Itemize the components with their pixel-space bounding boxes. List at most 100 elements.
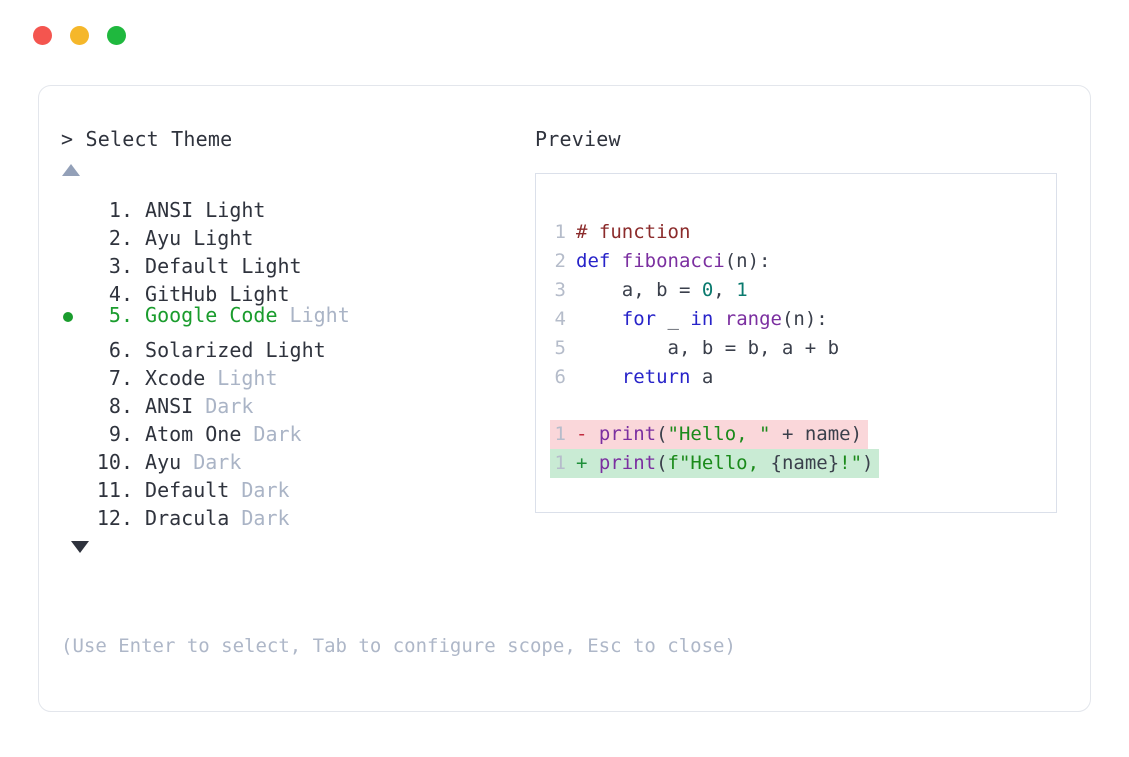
theme-list-item[interactable]: 7. Xcode Light [61,357,531,390]
code-token-punct: (n): [724,250,771,272]
selection-bullet-slot [61,245,85,273]
theme-item-gap [133,301,145,329]
theme-item-name: ANSI [145,394,194,418]
theme-item-variant: Dark [193,394,254,418]
code-token-keyword: return [621,366,691,388]
theme-item-gap [133,448,145,476]
scroll-down-icon[interactable] [71,541,89,553]
theme-item-index: 10. [96,450,133,474]
theme-list-item[interactable]: 8. ANSI Dark [61,385,531,418]
code-token-punct: (n): [781,308,828,330]
theme-item-gap [133,420,145,448]
code-token-plain: _ [656,308,691,330]
code-token-comment: # function [576,221,691,243]
theme-item-gap [133,504,145,532]
theme-list-item[interactable]: 2. Ayu Light [61,217,531,250]
select-theme-prompt: > Select Theme [61,127,233,151]
preview-panel: Preview 1 # function 2 def fibonacci(n): 3 a… [535,126,1075,513]
code-line-number: 2 [554,250,566,272]
theme-list-item[interactable]: 11. Default Dark [61,469,531,502]
code-token-number: 0 [701,279,714,301]
window-maximize-button[interactable] [107,25,126,45]
diff-line-text: print(f"Hello, {name}!") [599,449,880,478]
code-line-number: 1 [554,221,566,243]
theme-item-variant: Dark [229,478,290,502]
code-line: 5 a, b = b, a + b [550,334,1048,363]
code-token-keyword: for [621,308,657,330]
selection-bullet-slot [61,357,85,385]
theme-list-item[interactable]: 6. Solarized Light [61,329,531,362]
code-line-number: 6 [554,366,566,388]
code-token-number: 1 [736,279,748,301]
code-line: 2 def fibonacci(n): [550,247,1048,276]
code-line-text: def fibonacci(n): [576,247,770,276]
diff-marker-add: + [576,452,599,474]
code-line-text: a, b = b, a + b [576,334,840,363]
window-titlebar [0,0,1129,70]
code-token-string: "Hello, " [667,423,771,445]
theme-item-name: Dracula [145,506,230,530]
theme-item-gap [133,336,145,364]
code-line-text: return a [576,363,714,392]
theme-item-index: 12. [96,506,133,530]
code-line-text: a, b = 0, 1 [576,276,748,305]
theme-item-name: ANSI [145,198,194,222]
theme-item-index: 4. [96,282,133,306]
code-line: 6 return a [550,363,1048,392]
code-line-number: 3 [554,279,566,301]
theme-item-gap [133,196,145,224]
theme-item-gap [133,224,145,252]
theme-item-variant: Dark [229,506,290,530]
theme-item-name: Xcode [145,366,206,390]
code-token-punct: ( [656,423,668,445]
theme-picker-card: > Select Theme 1. ANSI Light 2. Ayu Ligh… [38,85,1091,712]
code-line: 1 # function [550,218,1048,247]
code-token-string: f"Hello, [667,452,771,474]
theme-list-item[interactable]: 10. Ayu Dark [61,441,531,474]
theme-list-item[interactable]: 3. Default Light [61,245,531,278]
theme-list-item[interactable]: 5. Google Code Light [61,301,531,329]
selection-bullet-slot [61,469,85,497]
theme-item-name: Default [145,254,230,278]
diff-line-text: print("Hello, " + name) [599,420,868,449]
preview-heading: Preview [535,127,621,151]
selection-bullet-slot [61,385,85,413]
theme-list-item[interactable]: 9. Atom One Dark [61,413,531,446]
theme-item-variant: Light [229,254,302,278]
theme-list-item[interactable]: 12. Dracula Dark [61,497,531,530]
theme-item-index: 9. [96,422,133,446]
window-close-button[interactable] [33,25,52,45]
preview-box: 1 # function 2 def fibonacci(n): 3 a, b = 0,… [535,173,1057,513]
theme-item-variant: Light [253,338,326,362]
code-token-plain: + name) [770,423,863,445]
scroll-up-icon[interactable] [62,164,80,176]
code-token-func: fibonacci [621,250,725,272]
selection-bullet-slot [61,217,85,245]
code-sample: 1 # function 2 def fibonacci(n): 3 a, b = 0,… [550,218,1048,478]
theme-list[interactable]: 1. ANSI Light 2. Ayu Light 3. Default Li… [61,189,531,530]
code-token-keyword: in [690,308,714,330]
code-token-plain [576,308,622,330]
theme-list-item[interactable]: 4. GitHub Light [61,273,531,306]
selection-bullet-slot [61,303,85,331]
theme-item-variant: Light [217,282,290,306]
theme-item-gap [133,476,145,504]
theme-item-index: 6. [96,338,133,362]
theme-item-variant: Dark [241,422,302,446]
selection-bullet-slot [61,441,85,469]
theme-item-index: 8. [96,394,133,418]
theme-list-item[interactable]: 1. ANSI Light [61,189,531,222]
theme-item-variant: Light [205,366,278,390]
selection-bullet-slot [61,329,85,357]
code-line-number: 5 [554,337,566,359]
code-token-plain [576,366,622,388]
code-token-func: range [724,308,782,330]
diff-marker-del: - [576,423,599,445]
window-minimize-button[interactable] [70,25,89,45]
theme-item-index: 11. [96,478,133,502]
theme-item-name: Solarized [145,338,254,362]
theme-item-variant: Light [277,303,350,327]
theme-item-name: Atom One [145,422,242,446]
diff-line-add: 1+ print(f"Hello, {name}!") [550,449,880,478]
code-line-text: for _ in range(n): [576,305,828,334]
